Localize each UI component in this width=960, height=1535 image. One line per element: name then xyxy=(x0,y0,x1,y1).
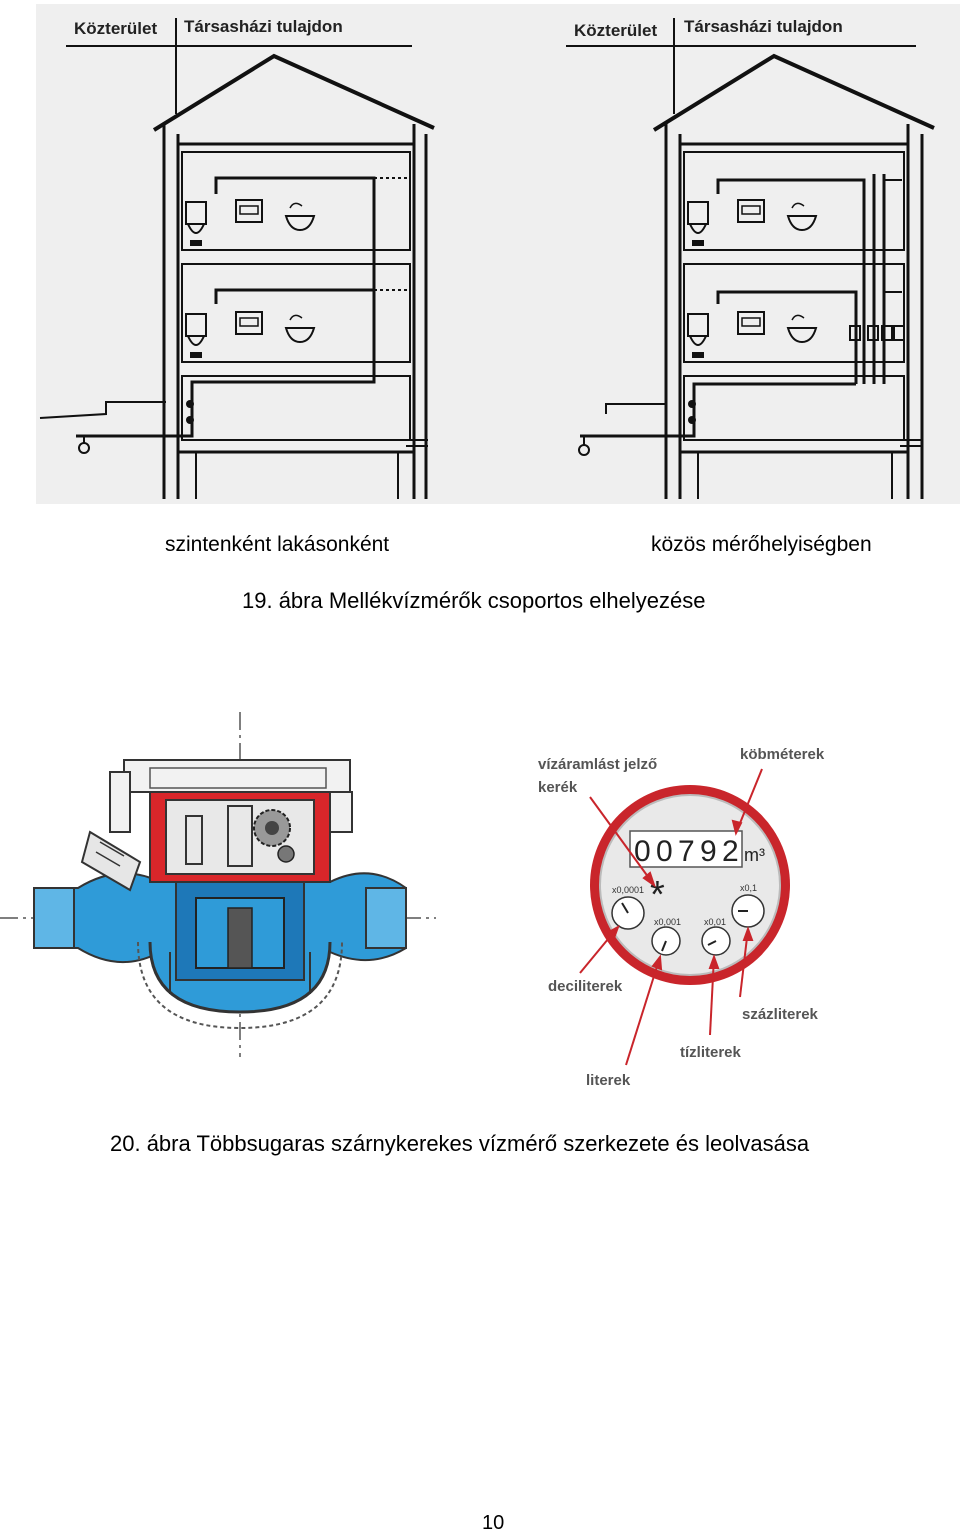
digit-3: 7 xyxy=(678,835,695,868)
digit-5: 2 xyxy=(722,835,739,868)
right-private-label: Társasházi tulajdon xyxy=(684,17,843,36)
dial-x001: x0,001 xyxy=(651,917,681,956)
building-pipe-diagram: Közterület Társasházi tulajdon xyxy=(39,17,935,499)
figure-20-title: 20. ábra Többsugaras szárnykerekes vízmé… xyxy=(110,1131,810,1156)
page-number: 10 xyxy=(482,1512,505,1534)
dial-diagram: vízáramlást jelző kerék köbméterek 0 0 7… xyxy=(538,746,825,1089)
svg-text:x0,01: x0,01 xyxy=(704,917,726,927)
figure-20-meter-dial: vízáramlást jelző kerék köbméterek 0 0 7… xyxy=(530,735,840,1095)
label-cubic-meters: köbméterek xyxy=(740,746,825,763)
digit-2: 0 xyxy=(656,835,673,868)
dial-x01: x0,1 xyxy=(731,883,765,928)
left-building: Közterület Társasházi tulajdon xyxy=(39,17,435,499)
label-deciliters: deciliterek xyxy=(548,978,623,995)
meter-cross-section xyxy=(0,712,436,1057)
svg-text:x0,0001: x0,0001 xyxy=(612,885,644,895)
figure-20-meter-section xyxy=(0,712,440,1062)
left-caption: szintenként lakásonként xyxy=(165,533,390,556)
svg-text:x0,001: x0,001 xyxy=(654,917,681,927)
right-caption: közös mérőhelyiségben xyxy=(651,533,872,556)
label-hundred-liters: százliterek xyxy=(742,1006,819,1023)
svg-text:x0,1: x0,1 xyxy=(740,883,757,893)
dial-x0001: x0,0001 xyxy=(611,885,645,930)
digit-1: 0 xyxy=(634,835,651,868)
dial-x001b: x0,01 xyxy=(701,917,731,956)
label-ten-liters: tízliterek xyxy=(680,1044,742,1061)
left-private-label: Társasházi tulajdon xyxy=(184,17,343,36)
figure-19-drawing: Közterület Társasházi tulajdon xyxy=(36,4,960,504)
right-building: Közterület Társasházi tulajdon xyxy=(566,17,935,499)
figure-19-title: 19. ábra Mellékvízmérők csoportos elhely… xyxy=(242,588,706,613)
label-flow-indicator-line1: vízáramlást jelző xyxy=(538,756,657,773)
digit-4: 9 xyxy=(700,835,717,868)
right-public-label: Közterület xyxy=(574,21,657,40)
label-liters: literek xyxy=(586,1072,631,1089)
left-public-label: Közterület xyxy=(74,19,157,38)
label-flow-indicator-line2: kerék xyxy=(538,779,578,796)
unit-label: m³ xyxy=(744,845,765,865)
